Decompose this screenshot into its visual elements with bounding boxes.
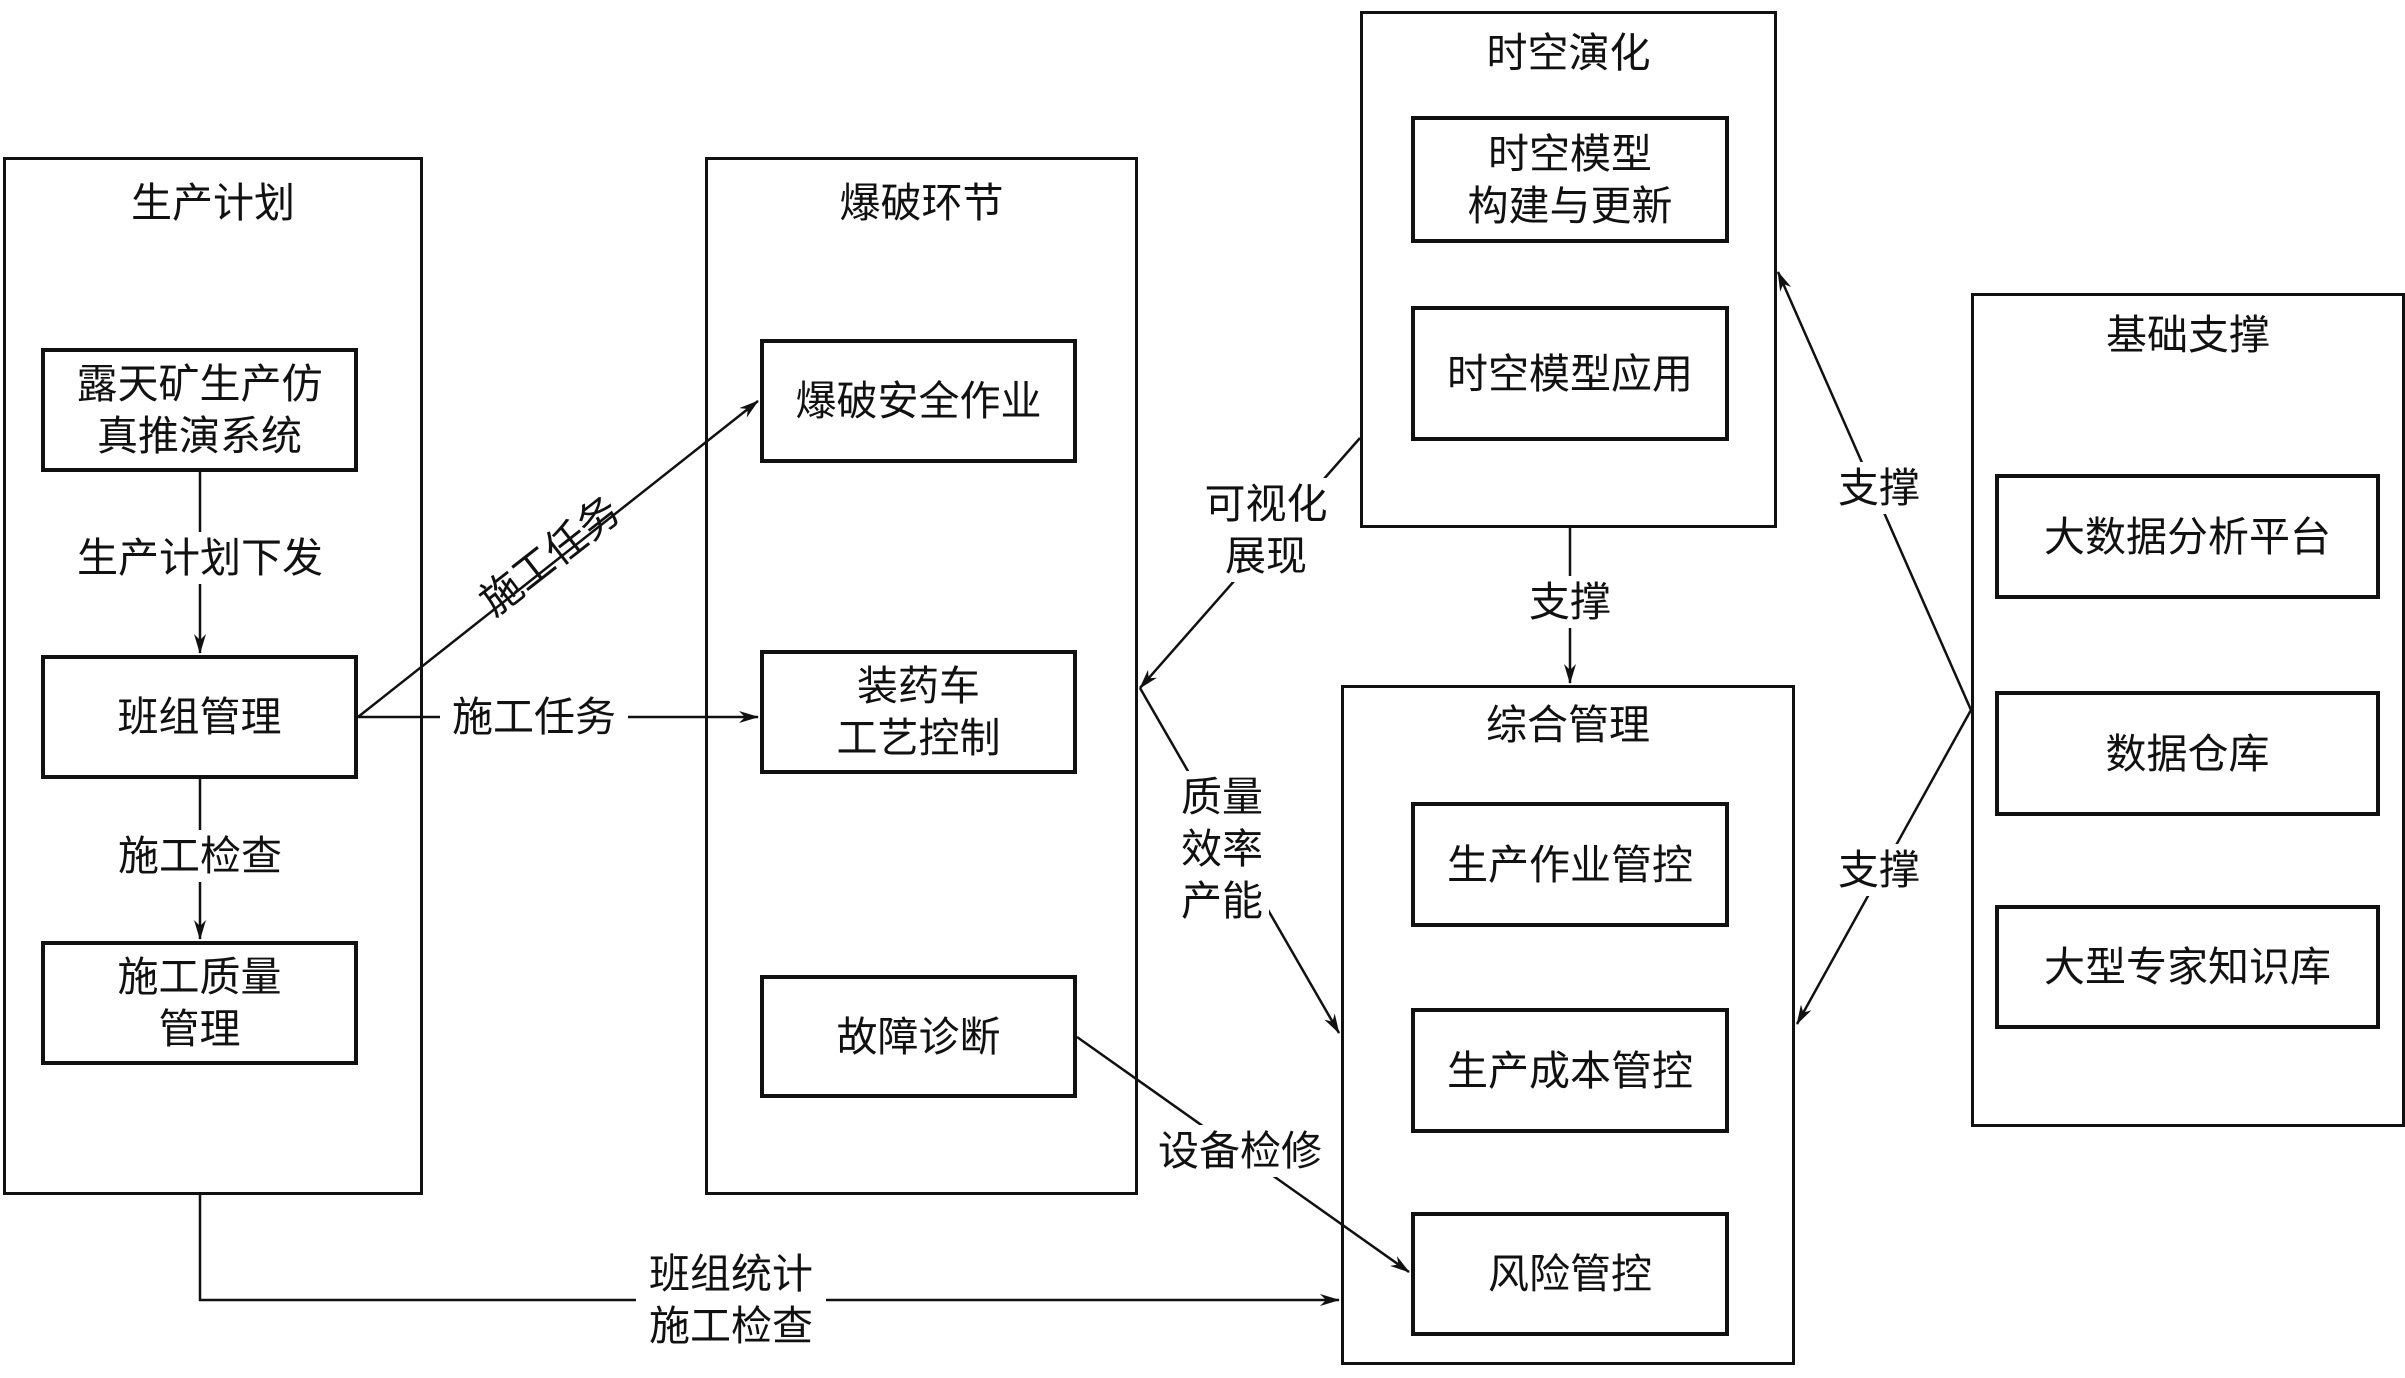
node-construction-quality[interactable]: 施工质量 管理	[41, 941, 358, 1065]
node-model-build[interactable]: 时空模型 构建与更新	[1411, 116, 1729, 243]
edge-label-visualization: 可视化 展现	[1178, 478, 1354, 582]
group-blasting: 爆破环节	[705, 157, 1138, 1195]
group-foundation: 基础支撑	[1971, 293, 2405, 1127]
edge-label-quality: 质量 效率 产能	[1175, 771, 1269, 927]
group-spatiotemporal: 时空演化	[1360, 11, 1777, 528]
edge-label-support-down: 支撑	[1522, 576, 1618, 628]
node-model-apply[interactable]: 时空模型应用	[1411, 306, 1729, 441]
node-team-management[interactable]: 班组管理	[41, 655, 358, 779]
node-blasting-safety[interactable]: 爆破安全作业	[760, 339, 1077, 463]
group-title: 综合管理	[1486, 701, 1650, 749]
edge-label-equipment-repair: 设备检修	[1148, 1125, 1332, 1177]
edge-label-task-horizontal: 施工任务	[440, 691, 628, 743]
node-data-warehouse[interactable]: 数据仓库	[1995, 691, 2380, 816]
edge-label-team-stats: 班组统计 施工检查	[636, 1248, 826, 1352]
node-big-data-platform[interactable]: 大数据分析平台	[1995, 474, 2380, 599]
edge-label-construction-check: 施工检查	[105, 830, 295, 882]
node-production-control[interactable]: 生产作业管控	[1411, 802, 1729, 927]
node-cost-control[interactable]: 生产成本管控	[1411, 1008, 1729, 1133]
edge-label-plan-issue: 生产计划下发	[62, 532, 338, 584]
group-production-plan: 生产计划	[3, 157, 423, 1195]
group-integrated-management: 综合管理	[1341, 685, 1795, 1365]
group-title: 生产计划	[131, 179, 295, 227]
group-title: 时空演化	[1486, 29, 1651, 77]
node-fault-diagnosis[interactable]: 故障诊断	[760, 975, 1077, 1098]
group-title: 基础支撑	[2106, 311, 2270, 359]
arrow-team-stats	[198, 1195, 1340, 1306]
edge-label-support-up: 支撑	[1831, 462, 1927, 514]
node-expert-knowledge-base[interactable]: 大型专家知识库	[1995, 905, 2380, 1029]
edge-label-support-lower: 支撑	[1831, 844, 1927, 896]
node-charging-truck[interactable]: 装药车 工艺控制	[760, 650, 1077, 774]
arrow-task-diagonal	[357, 400, 759, 718]
node-risk-control[interactable]: 风险管控	[1411, 1212, 1729, 1336]
node-simulation-system[interactable]: 露天矿生产仿 真推演系统	[41, 348, 358, 472]
group-title: 爆破环节	[839, 179, 1004, 227]
